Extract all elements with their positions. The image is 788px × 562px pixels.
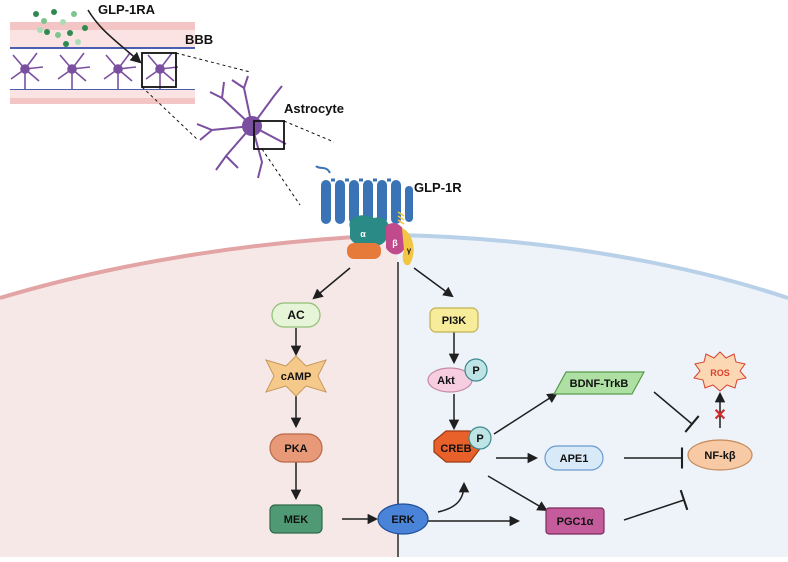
node-pi3k: PI3K bbox=[429, 307, 479, 333]
gamma-label: γ bbox=[407, 246, 412, 255]
node-erk-label: ERK bbox=[391, 514, 414, 526]
pathway-arrows bbox=[290, 267, 726, 527]
g-protein: α β γ bbox=[347, 211, 414, 266]
right-cell-region bbox=[398, 235, 788, 557]
beta-label: β bbox=[392, 238, 398, 248]
astrocyte-row bbox=[10, 52, 179, 89]
bbb-zoom-box bbox=[141, 52, 177, 88]
inhibit-bdnf-nfkb bbox=[653, 391, 700, 433]
zoom-line bbox=[141, 86, 199, 141]
node-pka: PKA bbox=[269, 433, 323, 463]
akt-phospho-badge bbox=[464, 358, 488, 382]
creb-phospho-badge bbox=[468, 426, 492, 450]
glp1ra-molecules bbox=[33, 9, 88, 47]
node-mek: MEK bbox=[269, 504, 323, 534]
node-camp-label: cAMP bbox=[281, 371, 312, 383]
node-pka-label: PKA bbox=[284, 443, 307, 455]
bbb-label: BBB bbox=[185, 32, 213, 47]
node-bdnf-trkb: BDNF-TrkB bbox=[552, 371, 646, 395]
node-ac-label: AC bbox=[287, 308, 305, 322]
node-nfkb: NF-kβ bbox=[687, 439, 753, 471]
node-ros: ROS bbox=[693, 351, 747, 392]
astrocyte-zoom-box bbox=[253, 120, 285, 150]
g-alpha-subunit bbox=[349, 215, 390, 248]
glp1r-label: GLP-1R bbox=[414, 180, 462, 195]
node-pgc1a: PGC1α bbox=[545, 507, 605, 535]
node-mek-label: MEK bbox=[284, 514, 309, 526]
glp1ra-arrow bbox=[87, 9, 142, 64]
alpha-label: α bbox=[360, 229, 366, 239]
g-protein-orange-subunit bbox=[347, 243, 381, 259]
astrocyte-cell bbox=[196, 75, 287, 179]
g-gamma-subunit bbox=[402, 228, 414, 266]
zoom-line bbox=[261, 148, 301, 206]
astrocyte-label: Astrocyte bbox=[284, 101, 344, 116]
node-nfkb-label: NF-kβ bbox=[704, 450, 735, 462]
bbb-strip bbox=[10, 22, 195, 104]
arrow-creb-pgc1a bbox=[487, 475, 548, 512]
inhibit-pgc1a-nfkb bbox=[623, 489, 689, 521]
glp1ra-label: GLP-1RA bbox=[98, 2, 156, 17]
arrow-erk-creb bbox=[437, 481, 470, 513]
arrow-gprotein-pi3k bbox=[413, 267, 454, 298]
right-cell-membrane bbox=[397, 233, 788, 300]
node-akt: Akt P bbox=[427, 358, 488, 393]
node-camp: cAMP bbox=[265, 355, 327, 397]
arrow-creb-bdnf bbox=[493, 392, 558, 435]
block-mark-icon: ✕ bbox=[713, 407, 726, 424]
creb-phospho-label: P bbox=[476, 433, 483, 445]
node-ac: AC bbox=[271, 302, 321, 328]
akt-phospho-label: P bbox=[472, 365, 479, 377]
node-pi3k-label: PI3K bbox=[442, 315, 467, 327]
left-cell-membrane bbox=[0, 233, 399, 300]
node-erk: ERK bbox=[377, 503, 429, 535]
zoom-line bbox=[283, 120, 335, 143]
arrow-gprotein-ac bbox=[312, 267, 351, 300]
node-ros-label: ROS bbox=[710, 368, 730, 378]
node-ape1: APE1 bbox=[544, 445, 604, 471]
node-bdnf-label: BDNF-TrkB bbox=[570, 378, 629, 390]
node-creb-label: CREB bbox=[440, 443, 471, 455]
node-akt-label: Akt bbox=[437, 375, 455, 387]
zoom-line bbox=[175, 52, 251, 73]
node-creb: CREB P bbox=[433, 426, 492, 463]
glp1r-receptor bbox=[315, 165, 413, 224]
node-pgc1a-label: PGC1α bbox=[557, 516, 594, 528]
g-beta-subunit bbox=[386, 223, 407, 255]
node-ape1-label: APE1 bbox=[560, 453, 589, 465]
